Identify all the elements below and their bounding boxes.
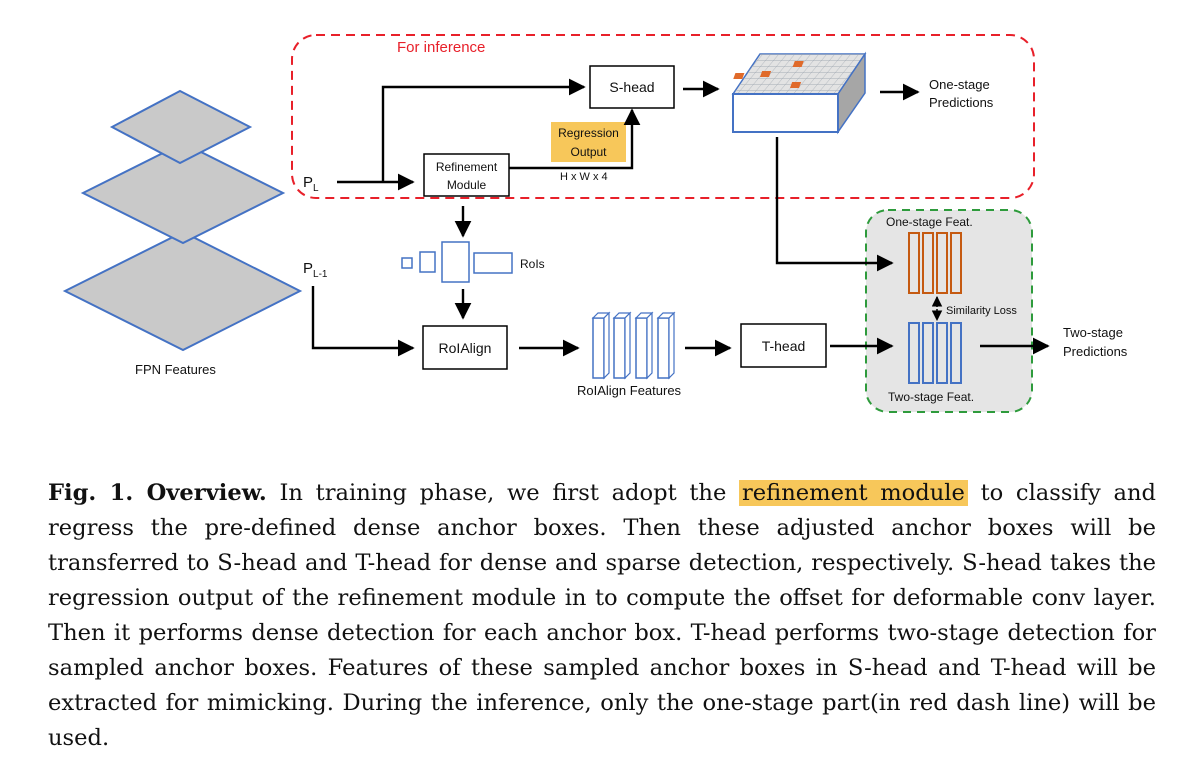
roialign-feature-4	[656, 311, 676, 380]
two-stage-feat-bar-2	[922, 322, 934, 384]
rois-label: RoIs	[520, 257, 545, 271]
arrow-pl-to-shead	[381, 78, 586, 182]
two-stage-predictions-label-2: Predictions	[1063, 344, 1128, 359]
refinement-module-label-2: Module	[447, 178, 487, 192]
roi-box-2	[419, 251, 436, 273]
roialign-label: RoIAlign	[439, 340, 492, 356]
anchor-cell-3	[789, 82, 802, 88]
roi-box-1	[401, 257, 413, 269]
fpn-level-medium	[80, 141, 286, 245]
feature-map-front	[732, 93, 839, 133]
s-head-box	[589, 65, 675, 109]
arrow-featuremap-to-onestage-feat	[775, 137, 894, 272]
roialign-box	[422, 325, 508, 370]
similarity-loss-label: Similarity Loss	[946, 305, 1017, 317]
two-stage-feat-bars	[908, 322, 962, 384]
caption-highlight: refinement module	[739, 480, 968, 506]
fpn-pyramid	[62, 89, 303, 352]
p-l-label: PL	[303, 174, 319, 194]
refinement-module-label-1: Refinement	[436, 160, 498, 174]
fpn-level-large	[62, 230, 303, 352]
arrow-pl1-to-roialign	[311, 286, 415, 357]
feature-mimic-region	[865, 209, 1033, 413]
rois-boxes	[401, 241, 513, 283]
overview-diagram: For inference FPN Features PL PL-1 Refin…	[62, 34, 1128, 413]
one-stage-predictions-label-1: One-stage	[929, 77, 990, 92]
roialign-feature-1	[591, 311, 611, 380]
one-stage-feature-map	[731, 51, 867, 135]
one-stage-feat-bar-4	[950, 232, 962, 294]
one-stage-feat-bars	[908, 232, 962, 294]
two-stage-feat-bar-3	[936, 322, 948, 384]
fpn-features-label: FPN Features	[135, 362, 216, 377]
one-stage-predictions-label-2: Predictions	[929, 95, 994, 110]
regression-dims-label: H x W x 4	[560, 171, 608, 183]
s-head-label: S-head	[609, 79, 654, 95]
inference-region	[291, 34, 1035, 199]
roialign-feature-3	[634, 311, 654, 380]
fpn-level-small	[109, 89, 253, 165]
t-head-label: T-head	[762, 338, 806, 354]
anchor-cell-2	[792, 61, 804, 67]
roi-box-3	[441, 241, 470, 283]
one-stage-feat-bar-1	[908, 232, 920, 294]
anchor-cell-4	[759, 71, 772, 77]
inference-label: For inference	[397, 39, 485, 56]
figure-caption: Fig. 1. Overview. In training phase, we …	[48, 476, 1156, 756]
caption-text-before: In training phase, we first adopt the	[279, 480, 727, 506]
one-stage-feat-bar-3	[936, 232, 948, 294]
p-l-1-label: PL-1	[303, 260, 328, 280]
feature-map-grid	[733, 54, 865, 94]
two-stage-predictions-label-1: Two-stage	[1063, 325, 1123, 340]
regression-output-highlight	[551, 122, 626, 162]
regression-output-label-2: Output	[570, 145, 607, 159]
roialign-features-label: RoIAlign Features	[577, 383, 682, 398]
anchor-cell-1	[733, 73, 745, 79]
t-head-box	[740, 323, 827, 368]
one-stage-feat-label: One-stage Feat.	[886, 215, 973, 229]
arrow-refinement-to-shead	[509, 108, 641, 170]
one-stage-feat-bar-2	[922, 232, 934, 294]
caption-label: Fig. 1. Overview.	[48, 480, 267, 506]
roi-box-4	[473, 252, 513, 274]
two-stage-feat-bar-1	[908, 322, 920, 384]
roialign-feature-2	[612, 311, 632, 380]
two-stage-feat-label: Two-stage Feat.	[888, 390, 974, 404]
regression-output-label-1: Regression	[558, 126, 619, 140]
two-stage-feat-bar-4	[950, 322, 962, 384]
caption-text-after: to classify and regress the pre-defined …	[48, 480, 1156, 751]
refinement-module-box	[423, 153, 510, 197]
roialign-features	[591, 311, 676, 380]
